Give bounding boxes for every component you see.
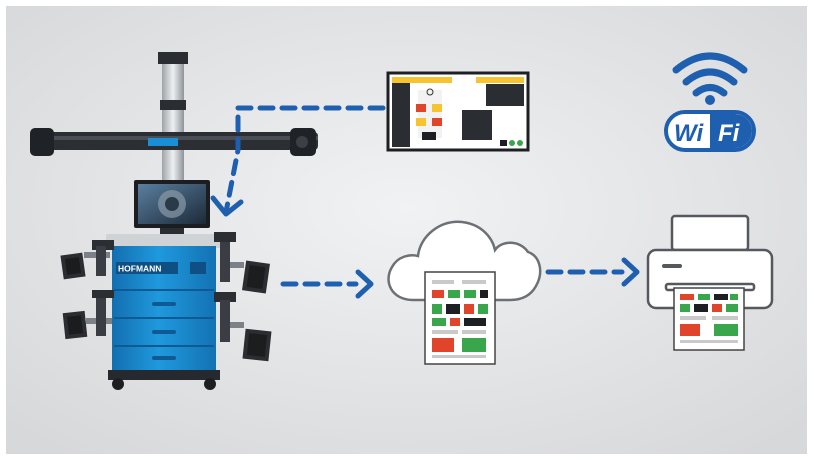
- arrow-head-cloud: [355, 269, 374, 299]
- camera-left: [30, 128, 54, 156]
- wifi-logo: Wi Fi: [664, 52, 756, 152]
- target-clamp-top-right: [214, 232, 270, 294]
- wifi-icon: [672, 52, 748, 97]
- camera-pole: [162, 54, 184, 194]
- target-clamp-bottom-right: [214, 292, 272, 362]
- brand-label: HOFMANN: [118, 264, 161, 274]
- pole-cap: [158, 52, 188, 64]
- cabinet-top: [106, 234, 222, 248]
- flow-arrows: [210, 105, 640, 299]
- wheel-aligner-machine: HOFMANN: [30, 52, 318, 390]
- arrow-head-monitor: [210, 195, 244, 217]
- arrow-screen-to-monitor: [223, 105, 386, 215]
- target-clamp-top-left: [60, 240, 114, 280]
- wifi-text-left: Wi: [674, 120, 704, 147]
- caster-left: [112, 378, 124, 390]
- target-clamp-bottom-left: [62, 290, 114, 340]
- wifi-text-right: Fi: [718, 120, 741, 147]
- brand-plate: [116, 262, 178, 274]
- caster-right: [204, 378, 216, 390]
- arrow-head-printer: [621, 257, 640, 287]
- report-document-cloud: [424, 271, 496, 365]
- software-screen-thumbnail: [386, 71, 530, 152]
- report-document-printer: [673, 287, 745, 351]
